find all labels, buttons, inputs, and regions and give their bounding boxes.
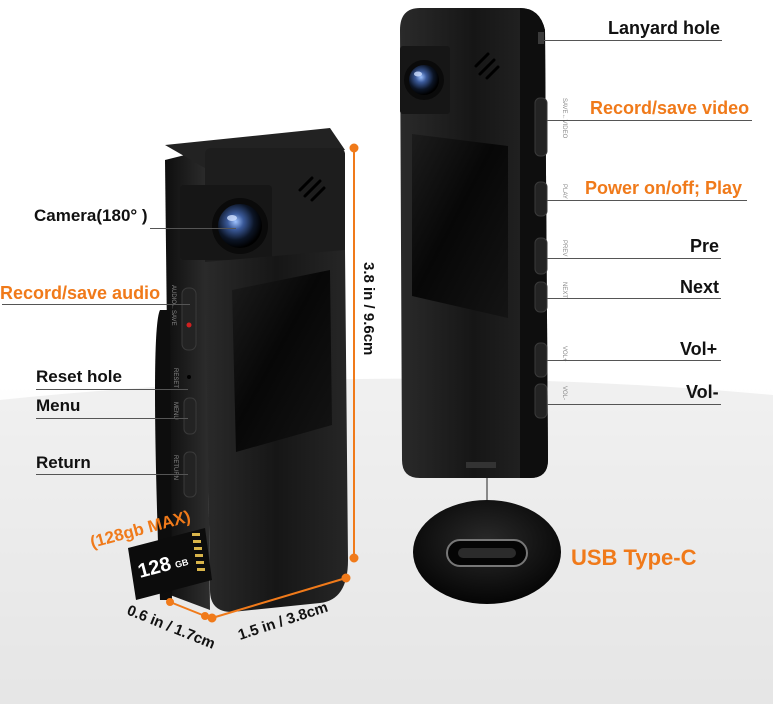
mark-right-prev: PREV — [561, 240, 567, 256]
reset-hole-label: Reset hole — [36, 367, 122, 386]
power-leader — [547, 200, 747, 201]
height-label: 3.8 in / 9.6cm — [360, 262, 377, 355]
mark-left-reset: RESET — [172, 368, 178, 388]
vol-down-label: Vol- — [686, 382, 719, 402]
width-dimension-line — [207, 573, 351, 623]
pre-leader — [547, 258, 721, 259]
record-audio-label: Record/save audio — [0, 283, 161, 303]
usb-zoom-callout — [413, 478, 561, 604]
mark-left-audio: AUDIO←SAVE — [170, 285, 176, 326]
next-leader — [547, 298, 721, 299]
mark-left-menu: MENU — [172, 402, 178, 420]
depth-dimension-line — [166, 598, 209, 620]
pre-label: Pre — [690, 236, 720, 256]
left-device — [155, 128, 348, 612]
power-label: Power on/off; Play — [585, 178, 743, 198]
return-label: Return — [36, 453, 91, 472]
mark-right-next: NEXT — [561, 282, 567, 298]
mark-left-return: RETURN — [172, 455, 178, 480]
vol-up-leader — [547, 360, 721, 361]
sd-unit: GB — [174, 557, 190, 570]
right-device — [400, 8, 548, 478]
sd-card — [128, 528, 212, 600]
mark-right-play: PLAY — [561, 184, 567, 199]
usb-type-c-label: USB Type-C — [571, 545, 697, 570]
record-audio-leader — [2, 304, 190, 305]
sd-max-label: (128gb MAX) — [88, 507, 192, 552]
menu-label: Menu — [36, 396, 81, 415]
mark-right-voldown: VOL- — [561, 386, 567, 400]
camera-leader — [150, 228, 236, 229]
return-leader — [36, 474, 188, 475]
menu-leader — [36, 418, 188, 419]
height-dimension-line — [349, 143, 359, 563]
mark-right-volup: VOL+ — [561, 346, 567, 362]
vol-up-label: Vol+ — [680, 339, 718, 359]
camera-label: Camera(180° ) — [34, 206, 148, 225]
record-video-label: Record/save video — [590, 98, 750, 118]
vol-down-leader — [547, 404, 721, 405]
width-label: 1.5 in / 3.8cm — [236, 599, 330, 644]
mark-right-save-video: SAVE←VIDEO — [561, 98, 567, 139]
reset-leader — [36, 389, 188, 390]
lanyard-hole-label: Lanyard hole — [608, 18, 721, 38]
depth-label: 0.6 in / 1.7cm — [125, 602, 218, 653]
lanyard-leader — [544, 40, 722, 41]
next-label: Next — [680, 277, 720, 297]
record-video-leader — [547, 120, 752, 121]
sd-capacity: 128 — [136, 553, 174, 583]
